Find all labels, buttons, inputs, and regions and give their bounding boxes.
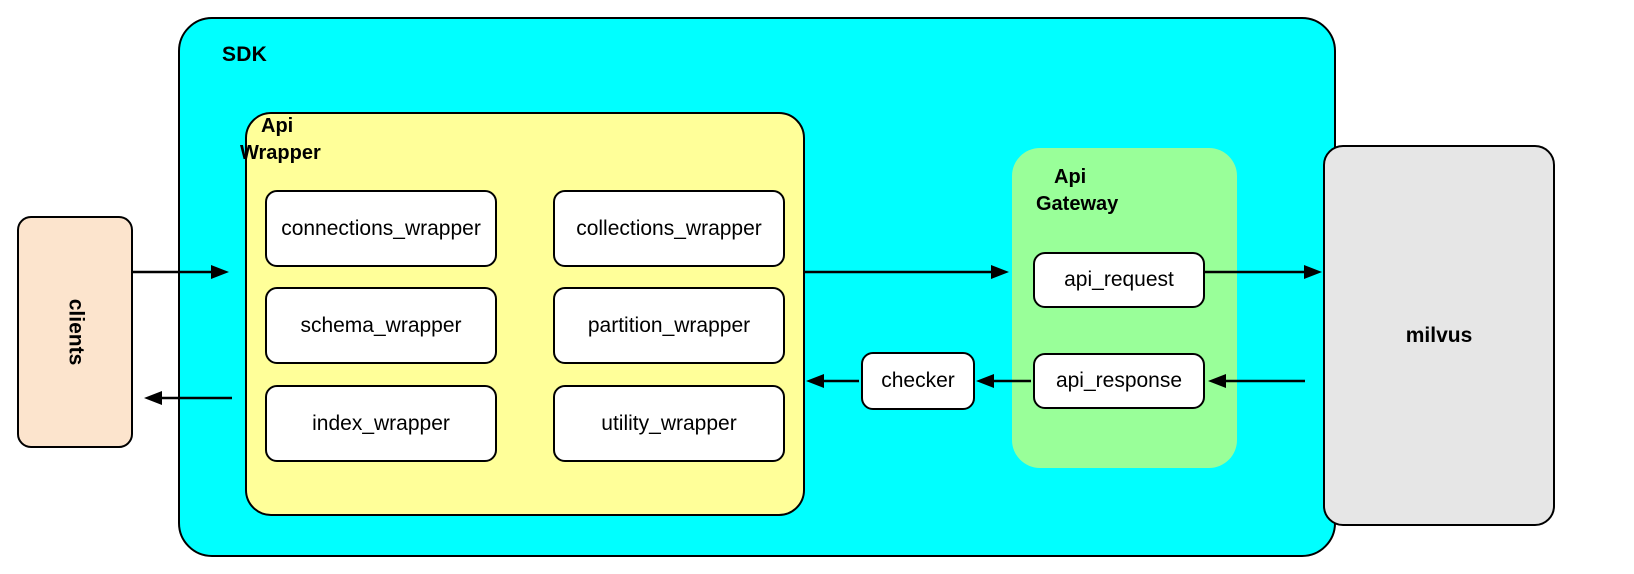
node-label: checker: [881, 369, 955, 392]
node-label: collections_wrapper: [576, 216, 762, 240]
api-gateway-container[interactable]: [1012, 148, 1237, 468]
api-gateway-label-line1: Api: [1054, 166, 1087, 188]
node-api-response[interactable]: api_response: [1033, 353, 1205, 409]
node-schema-wrapper[interactable]: schema_wrapper: [265, 287, 497, 364]
api-wrapper-label: Api Wrapper: [240, 113, 381, 167]
node-label: api_response: [1055, 369, 1183, 392]
node-connections-wrapper[interactable]: connections_wrapper: [265, 190, 497, 267]
node-utility-wrapper[interactable]: utility_wrapper: [553, 385, 785, 462]
node-partition-wrapper[interactable]: partition_wrapper: [553, 287, 785, 364]
node-collections-wrapper[interactable]: collections_wrapper: [553, 190, 785, 267]
api-gateway-label-line2: Gateway: [1036, 193, 1119, 215]
node-label: api_request: [1064, 268, 1174, 291]
clients-label: clients: [64, 298, 87, 366]
clients-node[interactable]: clients: [17, 216, 133, 448]
node-label: connections_wrapper: [281, 216, 481, 240]
node-label: schema_wrapper: [300, 313, 462, 337]
api-gateway-label: Api Gateway: [1036, 164, 1166, 218]
node-label: utility_wrapper: [601, 411, 737, 435]
node-checker[interactable]: checker: [861, 352, 975, 410]
api-wrapper-label-line2: Wrapper: [240, 142, 321, 164]
node-label: index_wrapper: [312, 411, 450, 435]
milvus-label: milvus: [1405, 323, 1473, 347]
node-api-request[interactable]: api_request: [1033, 252, 1205, 308]
api-wrapper-label-line1: Api: [261, 115, 294, 137]
node-label: partition_wrapper: [587, 313, 751, 337]
node-index-wrapper[interactable]: index_wrapper: [265, 385, 497, 462]
milvus-node[interactable]: milvus: [1323, 145, 1555, 526]
sdk-label: SDK: [222, 43, 267, 66]
